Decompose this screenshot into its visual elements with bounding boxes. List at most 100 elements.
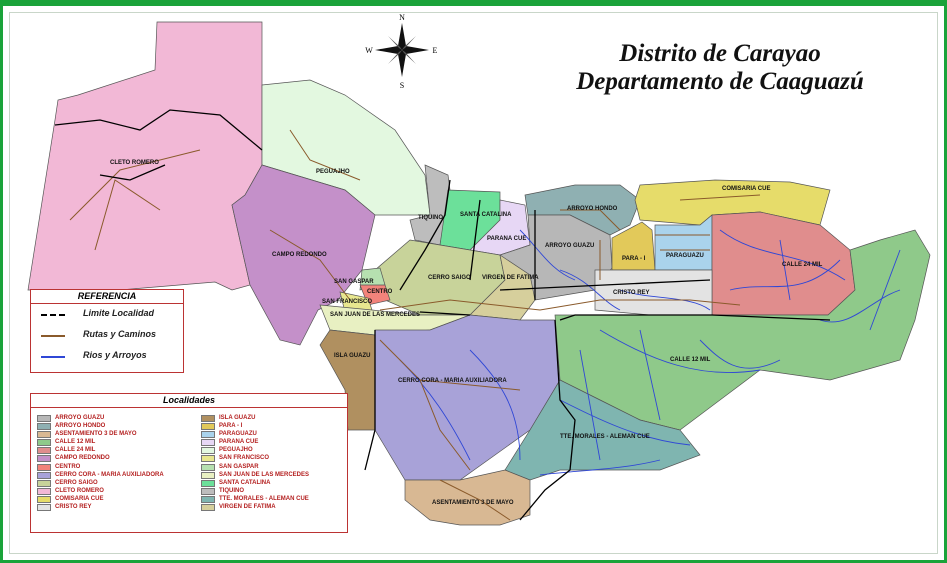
localidad-name: ASENTAMIENTO 3 DE MAYO bbox=[55, 431, 137, 438]
localidad-name: CAMPO REDONDO bbox=[55, 455, 110, 462]
localidad-item: CAMPO REDONDO bbox=[37, 455, 187, 463]
label-tiquino: TIQUINO bbox=[418, 215, 443, 221]
localidad-name: VIRGEN DE FATIMA bbox=[219, 504, 276, 511]
color-swatch-icon bbox=[201, 439, 215, 447]
roads bbox=[69, 129, 761, 521]
compass-s: S bbox=[400, 81, 404, 90]
label-calle-24-mil: CALLE 24 MIL bbox=[782, 262, 823, 268]
localidad-item: ISLA GUAZU bbox=[201, 415, 351, 423]
legend-referencia: REFERENCIA Limite Localidad Rutas y Cami… bbox=[30, 289, 184, 373]
localidad-name: CRISTO REY bbox=[55, 504, 92, 511]
river-line-icon bbox=[41, 356, 65, 358]
color-swatch-icon bbox=[37, 471, 51, 479]
label-arroyo-hondo: ARROYO HONDO bbox=[567, 206, 618, 212]
localidad-item: VIRGEN DE FATIMA bbox=[201, 504, 351, 512]
localidad-name: CERRO CORA - MARIA AUXILIADORA bbox=[55, 471, 164, 478]
legend-localidades-title: Localidades bbox=[31, 394, 347, 408]
color-swatch-icon bbox=[201, 463, 215, 471]
legend-referencia-title: REFERENCIA bbox=[31, 290, 183, 304]
localidad-item: TTE. MORALES - ALEMAN CUE bbox=[201, 495, 351, 504]
localidad-item: PARANA CUE bbox=[201, 439, 351, 447]
label-tte-morales: TTE. MORALES - ALEMAN CUE bbox=[560, 434, 650, 440]
title-line-2: Departamento de Caaguazú bbox=[576, 68, 864, 95]
boundaries bbox=[54, 109, 831, 521]
label-arroyo-guazu: ARROYO GUAZU bbox=[545, 243, 594, 249]
label-parana-cue: PARANA CUE bbox=[487, 236, 526, 242]
map-title: Distrito de Carayao Departamento de Caag… bbox=[530, 40, 910, 96]
label-san-juan: SAN JUAN DE LAS MERCEDES bbox=[330, 312, 420, 318]
localidad-item: CERRO SAIGO bbox=[37, 479, 187, 488]
label-san-gaspar: SAN GASPAR bbox=[334, 279, 374, 285]
localidad-name: ARROYO HONDO bbox=[55, 423, 106, 430]
color-swatch-icon bbox=[37, 463, 51, 471]
regions bbox=[27, 21, 931, 526]
legend-label-rios: Rios y Arroyos bbox=[83, 350, 147, 360]
localidad-name: CENTRO bbox=[55, 463, 81, 470]
localidad-name: CLETO ROMERO bbox=[55, 487, 104, 494]
localidad-name: SAN FRANCISCO bbox=[219, 455, 270, 462]
localidad-name: PARA - I bbox=[219, 423, 243, 430]
label-paraguazu: PARAGUAZU bbox=[666, 253, 704, 259]
localidad-name: SAN JUAN DE LAS MERCEDES bbox=[219, 471, 310, 478]
compass-n: N bbox=[399, 13, 405, 22]
map-labels: CLETO ROMERO PEGUAJHO CAMPO REDONDO TIQU… bbox=[110, 160, 823, 506]
localidad-item: PARAGUAZU bbox=[201, 431, 351, 439]
label-cristo-rey: CRISTO REY bbox=[613, 290, 650, 296]
label-peguajho: PEGUAJHO bbox=[316, 169, 350, 175]
localidad-item: CLETO ROMERO bbox=[37, 487, 187, 496]
color-swatch-icon bbox=[37, 431, 51, 439]
label-santa-catalina: SANTA CATALINA bbox=[460, 212, 512, 218]
localidad-name: TTE. MORALES - ALEMAN CUE bbox=[219, 495, 309, 502]
localidad-name: ARROYO GUAZU bbox=[55, 415, 105, 421]
localidad-item: ARROYO GUAZU bbox=[37, 415, 187, 423]
color-swatch-icon bbox=[201, 455, 215, 463]
legend-row-limite: Limite Localidad bbox=[31, 304, 183, 325]
localidad-item: CALLE 24 MIL bbox=[37, 447, 187, 455]
compass-w: W bbox=[365, 46, 373, 55]
color-swatch-icon bbox=[37, 479, 51, 487]
rivers bbox=[399, 229, 901, 476]
label-campo-redondo: CAMPO REDONDO bbox=[272, 252, 327, 258]
localidad-item: COMISARIA CUE bbox=[37, 495, 187, 504]
label-cleto-romero: CLETO ROMERO bbox=[110, 160, 159, 166]
label-san-francisco: SAN FRANCISCO bbox=[322, 299, 372, 305]
legend-label-limite: Limite Localidad bbox=[83, 308, 155, 318]
legend-row-rios: Rios y Arroyos bbox=[31, 346, 183, 367]
legend-row-rutas: Rutas y Caminos bbox=[31, 325, 183, 346]
localidad-item: ASENTAMIENTO 3 DE MAYO bbox=[37, 431, 187, 439]
localidad-name: PARANA CUE bbox=[219, 439, 259, 446]
label-para-i: PARA - I bbox=[622, 256, 646, 262]
label-cerro-saigo: CERRO SAIGO bbox=[428, 275, 471, 281]
localidad-item: SAN JUAN DE LAS MERCEDES bbox=[201, 471, 351, 480]
road-line-icon bbox=[41, 335, 65, 337]
localidad-item: CENTRO bbox=[37, 463, 187, 472]
color-swatch-icon bbox=[201, 415, 215, 422]
label-asentamiento: ASENTAMIENTO 3 DE MAYO bbox=[432, 500, 514, 506]
localidad-item: CERRO CORA - MARIA AUXILIADORA bbox=[37, 471, 187, 480]
localidad-name: PEGUAJHO bbox=[219, 447, 253, 454]
compass-rose-icon: N S E W bbox=[365, 13, 437, 90]
color-swatch-icon bbox=[201, 479, 215, 487]
color-swatch-icon bbox=[37, 415, 51, 422]
color-swatch-icon bbox=[201, 431, 215, 439]
color-swatch-icon bbox=[37, 504, 51, 512]
region-tte-morales bbox=[504, 379, 701, 481]
localidad-item: SANTA CATALINA bbox=[201, 479, 351, 488]
region-para-i bbox=[611, 221, 656, 271]
label-centro: CENTRO bbox=[367, 289, 393, 295]
localidad-name: CALLE 12 MIL bbox=[55, 439, 96, 446]
localidad-item: CALLE 12 MIL bbox=[37, 439, 187, 447]
localidad-item: ARROYO HONDO bbox=[37, 423, 187, 431]
color-swatch-icon bbox=[201, 495, 215, 503]
compass-e: E bbox=[433, 46, 438, 55]
localidad-item: SAN GASPAR bbox=[201, 463, 351, 472]
localidad-name: CERRO SAIGO bbox=[55, 479, 98, 486]
color-swatch-icon bbox=[201, 504, 215, 512]
color-swatch-icon bbox=[37, 439, 51, 447]
color-swatch-icon bbox=[201, 423, 215, 431]
dashed-line-icon bbox=[41, 314, 65, 316]
localidad-name: SANTA CATALINA bbox=[219, 479, 271, 486]
color-swatch-icon bbox=[37, 423, 51, 431]
